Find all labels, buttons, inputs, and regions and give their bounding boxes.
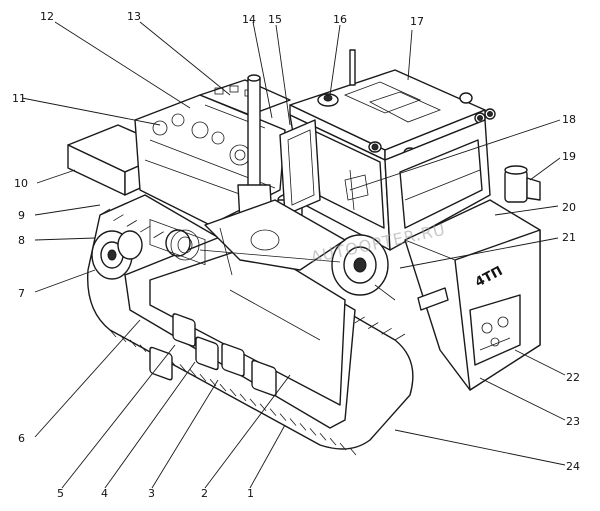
- cab: [279, 49, 496, 251]
- track-shoe: [329, 437, 337, 446]
- callout-14: 14: [242, 13, 256, 26]
- callout-7: 7: [18, 287, 25, 300]
- antenna: [349, 49, 356, 86]
- callout-2: 2: [201, 487, 208, 500]
- callout-16: 16: [333, 13, 347, 26]
- callout-6: 6: [18, 432, 25, 445]
- callout-17: 17: [410, 15, 424, 28]
- track-shoe: [354, 316, 365, 324]
- track-shoe: [229, 388, 237, 397]
- track-shoe: [279, 413, 287, 421]
- transmission: [170, 199, 346, 341]
- track-shoe: [309, 428, 317, 436]
- callout-8: 8: [18, 234, 25, 247]
- hydraulic-fittings: [479, 316, 511, 351]
- track-shoe: [129, 339, 137, 348]
- road-wheel-housing: [251, 359, 277, 397]
- track-shoe: [259, 403, 267, 412]
- callout-20: 20: [562, 201, 576, 214]
- track-shoe: [249, 398, 257, 407]
- callout-labels: 1 2 3 4 5 6 7 8 9 10 11 12 13 14 15 16 1…: [12, 10, 580, 500]
- cab-door: [279, 119, 321, 216]
- track-shoe: [109, 329, 117, 338]
- road-wheel-housing: [195, 336, 219, 371]
- track-shoe: [139, 344, 147, 353]
- callout-3: 3: [148, 487, 155, 500]
- track-shoe: [269, 408, 277, 416]
- track-shoe: [99, 208, 111, 216]
- callout-11: 11: [12, 92, 26, 105]
- idler-wheel: [91, 230, 143, 280]
- callout-24: 24: [566, 460, 580, 473]
- track-shoe: [289, 418, 297, 426]
- track-shoe: [189, 369, 197, 377]
- road-wheel-housing: [221, 342, 245, 377]
- track-shoe: [299, 423, 307, 431]
- track-shoe: [367, 322, 379, 329]
- callout-19: 19: [562, 150, 576, 163]
- callout-21: 21: [562, 231, 576, 244]
- callout-9: 9: [18, 209, 25, 222]
- side-step: [417, 287, 449, 311]
- track-shoe: [349, 447, 357, 456]
- track-shoe: [113, 214, 124, 222]
- tractor-illustration: 4ТП: [67, 49, 541, 456]
- roof-panels: [343, 81, 442, 123]
- track-shoe: [394, 333, 406, 341]
- callout-1: 1: [247, 487, 254, 500]
- cab-windshield: [399, 139, 483, 229]
- track-shoe: [179, 364, 187, 372]
- track-shoe: [140, 225, 151, 233]
- callout-5: 5: [57, 487, 64, 500]
- rear-hydraulic-panel: [469, 294, 521, 366]
- track-shoe: [199, 373, 207, 382]
- road-wheel-housing: [172, 313, 196, 347]
- track-shoe: [219, 383, 227, 392]
- track-shoe: [339, 442, 347, 451]
- track-shoe: [126, 220, 138, 227]
- fuel-filter: [504, 165, 541, 203]
- track-shoe: [381, 327, 392, 335]
- roof-lamp-right: [459, 92, 473, 104]
- final-drive: [331, 234, 396, 301]
- track-shoe: [239, 393, 247, 402]
- callout-13: 13: [127, 10, 141, 23]
- callout-23: 23: [566, 415, 580, 428]
- callout-10: 10: [14, 177, 28, 190]
- callout-22: 22: [566, 371, 580, 384]
- callout-15: 15: [268, 13, 282, 26]
- callout-4: 4: [101, 487, 108, 500]
- leader-lines: [21, 21, 566, 489]
- track-shoe: [319, 432, 327, 441]
- callout-18: 18: [562, 113, 576, 126]
- track-shoe: [153, 231, 164, 239]
- callout-12: 12: [40, 10, 54, 23]
